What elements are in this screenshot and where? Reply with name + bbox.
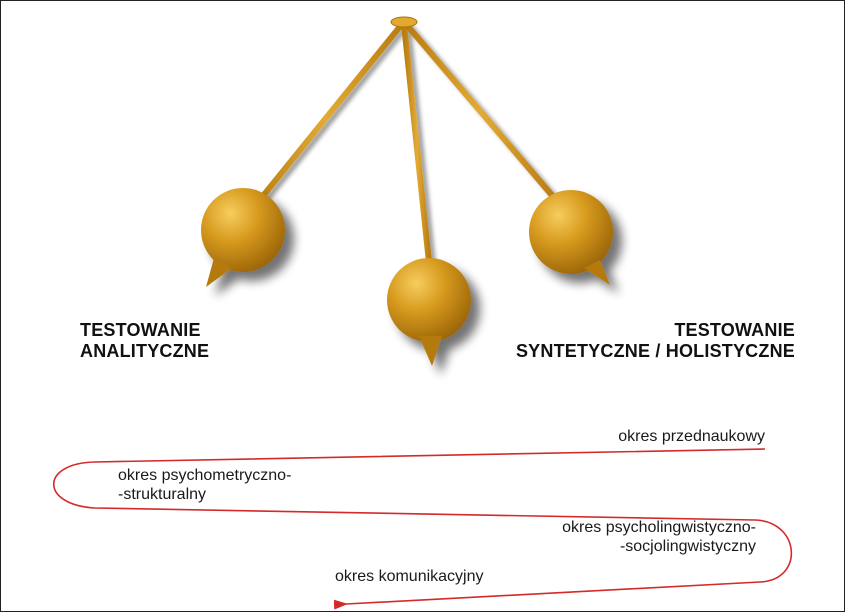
label-synthetic-line1: TESTOWANIE <box>674 320 795 340</box>
ball-middle <box>387 258 471 366</box>
label-analytic-line1: TESTOWANIE <box>80 320 201 340</box>
ball-right <box>529 190 613 285</box>
label-analytic-line2: ANALITYCZNE <box>80 341 210 361</box>
ball-left <box>201 188 285 287</box>
pendulum-pivot <box>390 16 418 28</box>
period-communicative-label: okres komunikacyjny <box>335 568 484 585</box>
period-psychometric-structural: okres psychometryczno- -strukturalny <box>118 466 291 504</box>
rod-right <box>403 21 559 203</box>
period-psychometric-line1: okres psychometryczno- <box>118 467 292 484</box>
pendulum-rods <box>247 21 559 275</box>
period-psycholinguistic-sociolinguistic: okres psycholingwistyczno- -socjolingwis… <box>562 518 756 556</box>
period-communicative: okres komunikacyjny <box>335 567 484 586</box>
label-synthetic-line2: SYNTETYCZNE / HOLISTYCZNE <box>515 341 795 361</box>
label-synthetic-testing: TESTOWANIE SYNTETYCZNE / HOLISTYCZNE <box>516 320 795 362</box>
period-psychometric-line2: -strukturalny <box>118 486 207 503</box>
label-analytic-testing: TESTOWANIE ANALITYCZNE <box>80 320 209 362</box>
period-psycholinguistic-line1: okres psycholingwistyczno- <box>562 519 756 536</box>
rod-left <box>247 21 405 215</box>
rod-middle <box>401 21 433 275</box>
period-prescientific: okres przednaukowy <box>618 427 765 446</box>
period-prescientific-label: okres przednaukowy <box>618 428 765 445</box>
period-psycholinguistic-line2: -socjolingwistyczny <box>619 538 756 555</box>
timeline-arrow <box>53 448 793 610</box>
